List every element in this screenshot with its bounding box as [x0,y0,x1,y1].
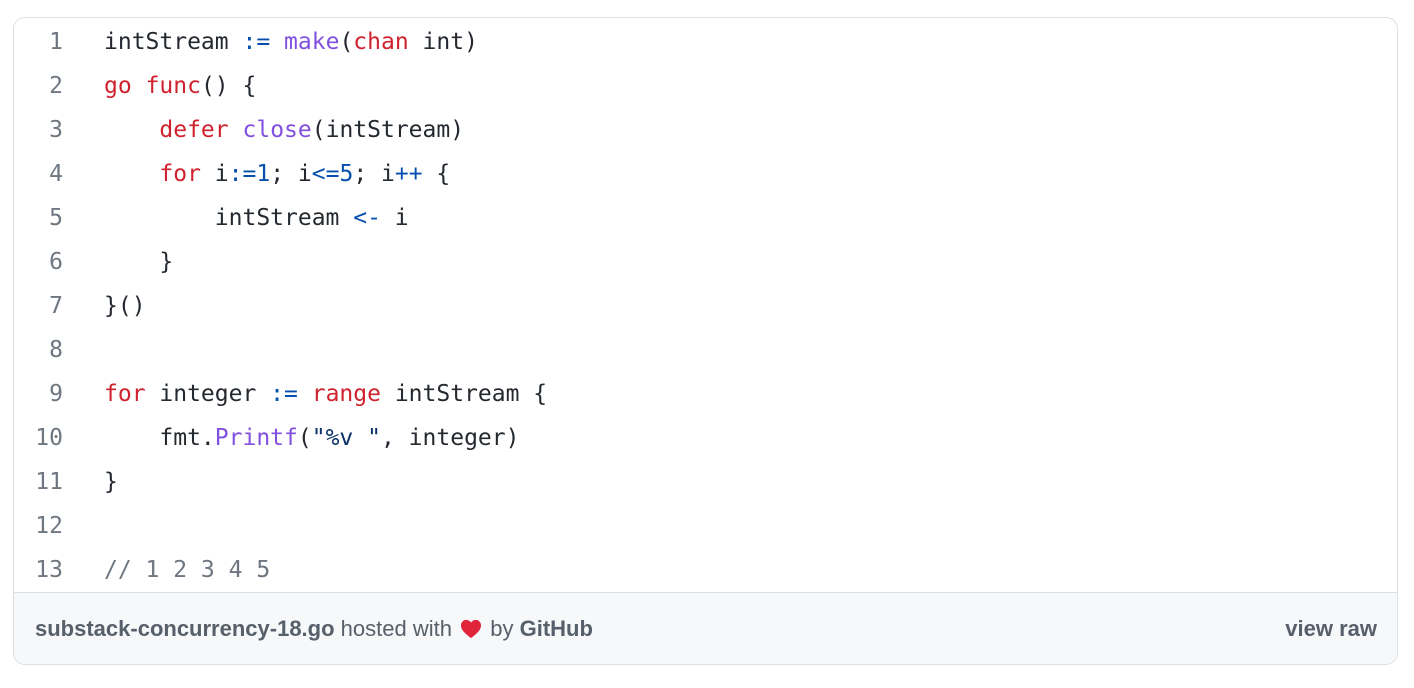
code-token: intStream [104,29,243,55]
gist-filename-link[interactable]: substack-concurrency-18.go [35,615,335,641]
code-text: intStream := make(chan int) [104,29,478,55]
code-token: for [159,161,201,187]
code-token [298,381,312,407]
code-token: ; i [353,161,395,187]
code-text: } [104,469,118,495]
line-number[interactable]: 9 [49,381,63,407]
code-text: }() [104,293,146,319]
code-token: := [270,381,298,407]
code-token: integer [145,381,271,407]
code-token: // 1 2 3 4 5 [104,557,271,583]
line-number[interactable]: 3 [49,117,63,143]
code-token: for [104,381,146,407]
code-token [132,73,146,99]
code-line: 3 defer close(intStream) [14,108,1397,152]
code-token: 1 [256,161,271,187]
code-line: 9 for integer := range intStream { [14,372,1397,416]
heart-icon [461,619,482,638]
code-text: defer close(intStream) [104,117,464,143]
code-token: close [242,117,312,143]
code-text: fmt.Printf("%v ", integer) [104,425,519,451]
code-token: (intStream) [311,117,465,143]
hosted-with-text: hosted with [340,615,452,641]
code-token: i [380,205,409,231]
code-token: { [422,161,451,187]
code-text: go func() { [104,73,256,99]
code-token: ++ [394,161,423,187]
code-token: defer [159,117,229,143]
code-line: 6 } [14,240,1397,284]
line-number[interactable]: 12 [35,513,63,539]
gist-meta-info: substack-concurrency-18.go hosted with b… [35,616,593,642]
code-line: 10 fmt.Printf("%v ", integer) [14,416,1397,460]
code-text: // 1 2 3 4 5 [104,557,270,583]
line-number[interactable]: 2 [49,73,63,99]
code-text: for i:=1; i<=5; i++ { [104,161,450,187]
code-token: intStream { [380,381,548,407]
code-token: i [200,161,229,187]
code-token: := [242,29,271,55]
by-text: by [490,615,514,641]
line-number[interactable]: 13 [35,557,63,583]
line-number[interactable]: 6 [49,249,63,275]
code-text: for integer := range intStream { [104,381,547,407]
code-token: "%v " [311,425,381,451]
code-line: 7 }() [14,284,1397,328]
line-number[interactable]: 11 [35,469,63,495]
code-token: } [104,249,174,275]
line-number[interactable]: 1 [49,29,63,55]
code-token: chan [353,29,409,55]
code-token: intStream [104,205,354,231]
code-token: , integer) [380,425,520,451]
view-raw-link[interactable]: view raw [1285,615,1377,641]
code-token: ; i [270,161,312,187]
code-token: } [104,469,118,495]
code-token: make [284,29,340,55]
code-token [270,29,284,55]
code-token: <- [353,205,381,231]
code-line: 13 // 1 2 3 4 5 [14,548,1397,592]
code-line: 4 for i:=1; i<=5; i++ { [14,152,1397,196]
code-token: <= [311,161,340,187]
code-line: 12 [14,504,1397,548]
code-token: range [311,381,381,407]
code-token: int) [408,29,478,55]
code-token [229,117,243,143]
code-text: } [104,249,173,275]
line-number[interactable]: 4 [49,161,63,187]
code-token [104,161,159,187]
line-number[interactable]: 5 [49,205,63,231]
code-token: ( [339,29,354,55]
code-token: fmt. [104,425,215,451]
line-number[interactable]: 8 [49,337,63,363]
github-link[interactable]: GitHub [519,615,593,641]
code-token: := [228,161,257,187]
code-token [104,117,159,143]
code-token: Printf [214,425,298,451]
code-token: () { [200,73,257,99]
code-line: 5 intStream <- i [14,196,1397,240]
code-line: 2 go func() { [14,64,1397,108]
code-line: 11} [14,460,1397,504]
code-line: 1 intStream := make(chan int) [14,20,1397,64]
code-line: 8 [14,328,1397,372]
code-token: }() [104,293,146,319]
code-token: func [145,73,201,99]
code-token: ( [297,425,312,451]
line-number[interactable]: 7 [49,293,63,319]
gist-meta-bar: substack-concurrency-18.go hosted with b… [14,592,1397,664]
code-text: intStream <- i [104,205,409,231]
code-token: 5 [339,161,354,187]
line-number[interactable]: 10 [35,425,63,451]
code-token: go [104,73,132,99]
